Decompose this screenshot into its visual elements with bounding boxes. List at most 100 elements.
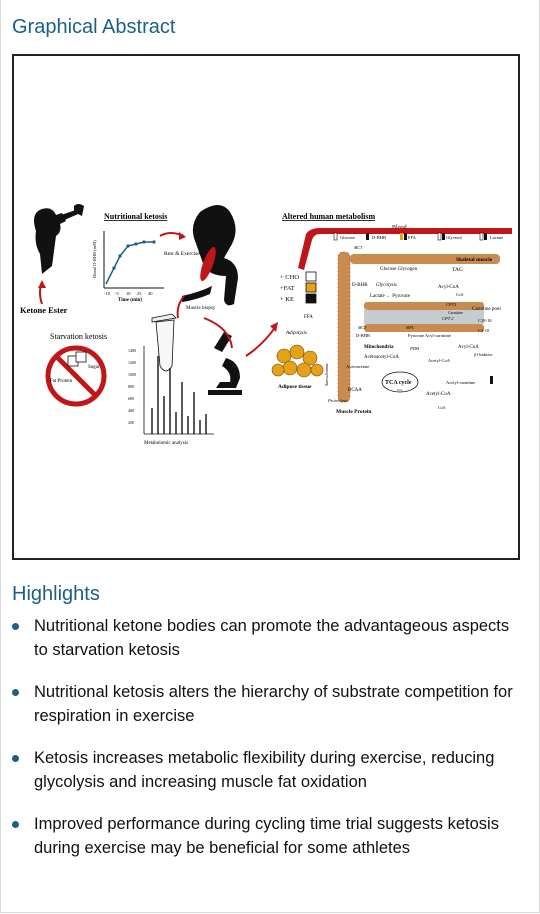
blood-arrows [333,232,487,241]
pyruvate-acylcarnitine-label: Pyruvate Acyl-carnitine [408,333,451,338]
tca-cycle: TCA cycle CO₂ [381,371,419,393]
blood-ffa: FFA [408,235,417,240]
bullet-icon [12,623,19,630]
blood-vessel [298,228,512,270]
co2-label: CO₂ [397,388,404,392]
cpt2-label: CPT 2 [442,316,454,321]
time-tick: 25 [137,291,142,296]
ketone-ester-label: Ketone Ester [20,305,68,315]
adipose-tissue-icon [271,344,324,378]
tca-label: TCA cycle [385,380,412,386]
treatment-fat: +FAT [280,285,295,292]
cpt1-label: CPT1 [446,302,457,307]
treatment-cho: + CHO [280,274,299,281]
time-tick: 10 [126,291,131,296]
ffa-label: FFA [304,315,313,320]
glycolysis-label: Glycolysis [376,283,397,288]
muscle-protein-label: Muscle Protein [336,409,372,415]
acyl-coa-label: Acyl-CoA [438,285,459,290]
chrom-tick: 400 [128,408,134,413]
adipose-tissue-label: Adipose tissue [278,384,312,390]
arrow [245,325,277,357]
sugar-label: Sugar [88,365,100,370]
dbhb-points [112,240,156,270]
drinking-person-icon [34,204,84,274]
bullet-icon [12,821,19,828]
starvation-ketosis-label: Starvation ketosis [50,332,107,341]
lactate-pyruvate-label: Lactate ← Pyruvate [370,294,411,299]
time-tick: -5 [115,291,119,296]
carnitine-label: Carnitine [448,310,463,315]
fat-protein-label: Fat Protein [50,379,73,384]
up-arrow [490,376,493,384]
biopsy-tube-icon [151,313,177,372]
coa2-label: CoA [438,405,446,410]
c4-label: C4-10 [478,328,490,333]
c18-label: C18-18 [478,318,492,323]
time-axis-label: Time (min) [118,298,142,303]
glucose-glycogen-label: Glucose Glycogen [380,267,418,272]
acetyl-coa3-label: Acetyl-CoA [428,358,451,363]
proteolysis-label: Proteolysis [327,398,348,403]
carnitine-pool-label: Carnitine pool [472,307,501,312]
chrom-tick: 800 [128,384,134,389]
rest-exercise-label: Rest & Exercise [164,251,200,257]
highlights-heading: Highlights [12,583,100,605]
arrow [176,295,185,319]
highlight-text: Ketosis increases metabolic flexibility … [34,749,495,791]
pdh-label: PDH [409,346,420,351]
time-tick: -10 [104,291,111,296]
metabolomic-label: Metabolomic analysis [144,441,188,446]
chrom-tick: 1400 [128,348,136,353]
no-sugar-icon: Sugar Fat Protein [45,345,107,407]
arrow [203,317,233,349]
arrowhead [38,280,46,288]
arrowhead [270,322,278,332]
acetyl-coa-label: Acetyl-CoA [426,392,451,397]
sarcolemma-label: Sarcolemma [324,363,329,386]
muscle-biopsy-label: Muscle biopsy [186,306,216,311]
dbhb-mito-label: D-BHB [356,333,370,338]
cyclist-icon [182,205,238,306]
bullet-icon [12,755,19,762]
mct-label-2: MCT [357,325,367,330]
skeletal-muscle-label: Skeletal muscle [456,257,493,263]
chrom-tick: 200 [128,420,134,425]
chrom-tick: 600 [128,396,134,401]
altered-metabolism-label: Altered human metabolism [282,212,376,221]
highlight-text: Improved performance during cycling time… [34,815,499,857]
blood-dbhb-chart: Blood D-BHB (mM) -10 -5 10 25 40 Time (m… [92,231,164,303]
blood-metabolites: Glucose D-BHB FFA Glycerol Lactate [340,235,503,240]
blood-glucose: Glucose [340,235,355,240]
acetyl-carnitine-label: Acetyl-carnitine [446,380,475,385]
mpc-label: MPC [405,325,415,330]
dbhb-line [105,241,154,285]
adipolysis-label: Adipolysis [285,331,307,336]
acetoacetate-label: Acetoacetate [346,364,369,369]
arrowhead [179,232,186,240]
highlight-text: Nutritional ketone bodies can promote th… [34,617,510,659]
microscope-icon [208,332,242,395]
time-tick: 40 [148,291,153,296]
chrom-tick: 1000 [128,372,136,377]
treatment-legend: + CHO +FAT + KE [280,271,317,304]
acetoacetyl-label: Acetoacetyl-CoA [364,355,399,360]
blood-axis-label: Blood D-BHB (mM) [92,240,97,278]
graphical-abstract-svg: Ketone Ester Nutritional ketosis Blood D… [20,204,512,446]
graphical-abstract-figure: Ketone Ester Nutritional ketosis Blood D… [12,54,520,560]
tag-label: TAG [452,267,463,273]
highlight-text: Nutritional ketosis alters the hierarchy… [34,683,513,725]
treatment-ke: + KE [280,296,294,303]
blood-lactate: Lactate [490,235,503,240]
graphical-abstract-heading: Graphical Abstract [12,16,176,38]
bullet-icon [12,689,19,696]
coa-label: CoA [456,292,464,297]
bcaa-label: BCAA [348,388,362,393]
blood-glycerol: Glycerol [446,235,462,240]
mitochondria-label: Mitochondria [364,345,394,350]
chrom-tick: 1200 [128,360,136,365]
acyl-coa2-label: Acyl-CoA [458,345,479,350]
beta-ox-label: β-Oxidation [473,353,492,357]
blood-dbhb: D-BHB [372,235,386,240]
mct-label: MCT [353,245,363,250]
